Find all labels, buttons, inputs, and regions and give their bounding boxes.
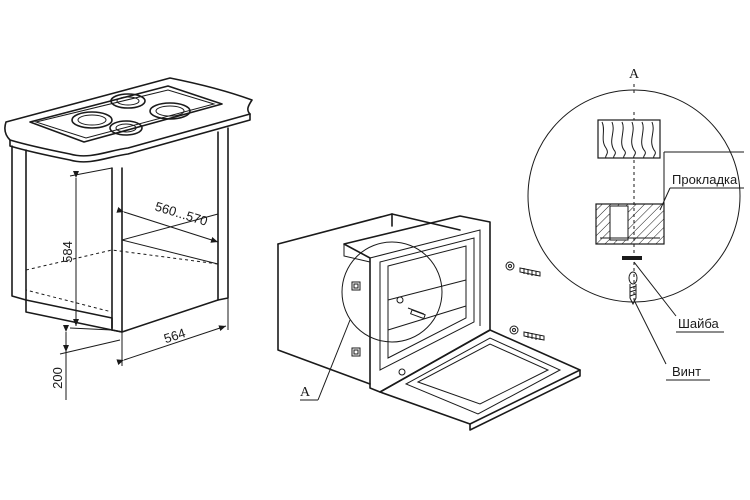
burner-back-left	[110, 93, 146, 109]
detail-a: A Прокладка Шайба Винт	[527, 67, 744, 381]
oven-housing	[277, 213, 393, 245]
detail-ref-label: A	[300, 385, 311, 400]
cabinet-right-side	[217, 127, 229, 301]
cabinet-drawing: 584 560...570 564 200	[4, 77, 253, 400]
worktop	[4, 77, 253, 157]
dim-width-label: 564	[162, 325, 187, 346]
screw-label: Винт	[672, 364, 701, 379]
gasket-label: Прокладка	[672, 172, 738, 187]
cabinet-plinth	[25, 299, 113, 331]
oven-cavity	[379, 237, 475, 371]
fixing-hole-upper	[351, 281, 361, 291]
detail-title: A	[629, 67, 640, 82]
oven-front-frame	[343, 215, 491, 393]
dim-floor-label: 200	[50, 367, 65, 389]
oven-frame-section	[595, 203, 665, 245]
burner-front-right	[109, 120, 143, 136]
cabinet-left-side	[11, 145, 27, 301]
loose-screw-bottom	[509, 325, 545, 341]
washer	[622, 256, 642, 260]
fixing-hole-lower	[351, 347, 361, 357]
burner-back-right	[149, 102, 191, 120]
loose-screw-top	[505, 261, 541, 277]
oven-door	[379, 329, 581, 425]
washer-label: Шайба	[678, 316, 720, 331]
detail-screw	[628, 271, 638, 306]
cabinet-front-right-post	[111, 167, 123, 333]
oven-drawing: A	[277, 213, 581, 431]
cabinet-wall-section	[597, 119, 661, 159]
dim-height-label: 584	[60, 241, 75, 263]
screw-upper	[396, 296, 426, 320]
burner-front-left	[71, 111, 113, 129]
screw-lower	[398, 368, 406, 376]
detail-circle-small	[341, 241, 443, 343]
